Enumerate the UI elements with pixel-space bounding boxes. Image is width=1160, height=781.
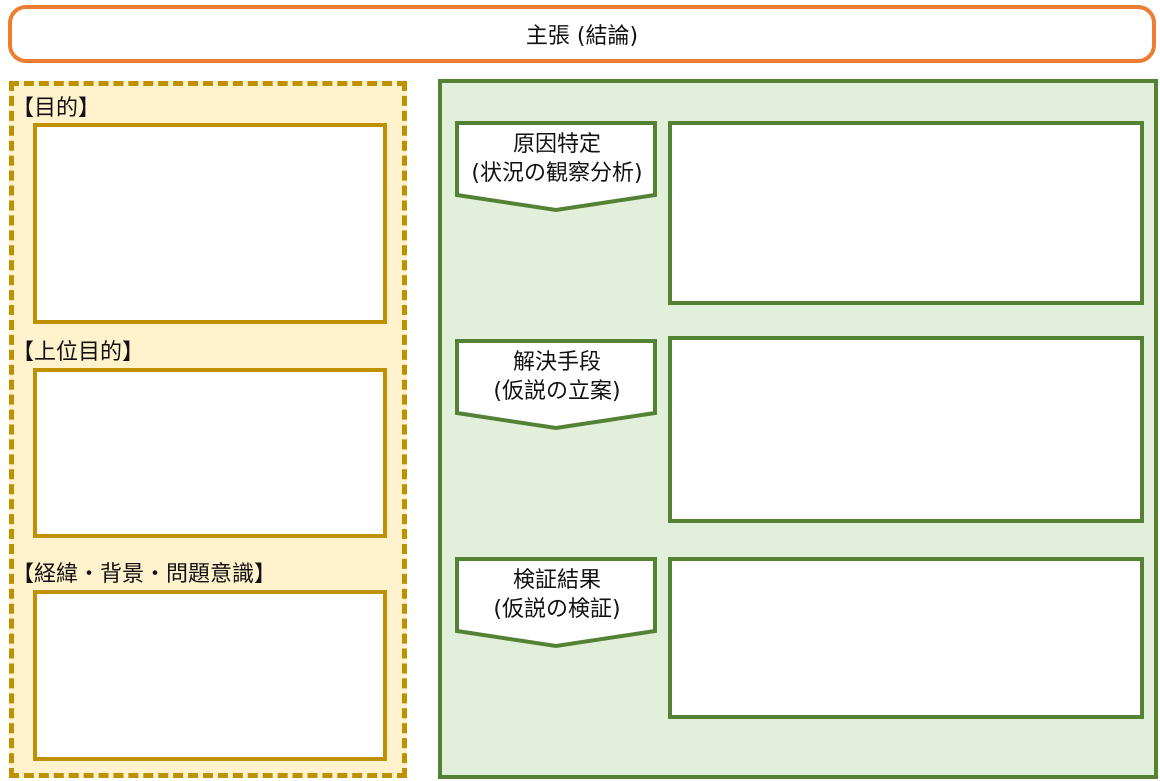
cause-box [668,121,1144,305]
background-label: 【経緯・背景・問題意識】 [12,562,277,587]
claim-box: 主張 (結論) [8,5,1156,63]
solution-step-arrow [455,339,657,431]
cause-step-line2: (状況の観察分析) [471,161,643,186]
higher-purpose-box [33,368,387,538]
solution-step-line2: (仮説の立案) [493,379,621,404]
verification-step-label: 検証結果 (仮説の検証) [455,566,659,624]
solution-box [668,336,1144,523]
verification-box [668,557,1144,719]
claim-label: 主張 (結論) [525,24,639,49]
verification-step-arrow [455,557,657,649]
purpose-box [33,123,387,324]
solution-step-label: 解決手段 (仮説の立案) [455,348,659,406]
cause-step-label: 原因特定 (状況の観察分析) [455,130,659,188]
purpose-label: 【目的】 [12,96,101,121]
verification-step-line2: (仮説の検証) [493,597,621,622]
verification-step-line1: 検証結果 [512,568,601,593]
solution-step-line1: 解決手段 [512,350,601,375]
cause-step-arrow [455,121,657,213]
cause-step-line1: 原因特定 [512,132,601,157]
higher-purpose-label: 【上位目的】 [12,340,145,365]
background-box [33,590,387,761]
